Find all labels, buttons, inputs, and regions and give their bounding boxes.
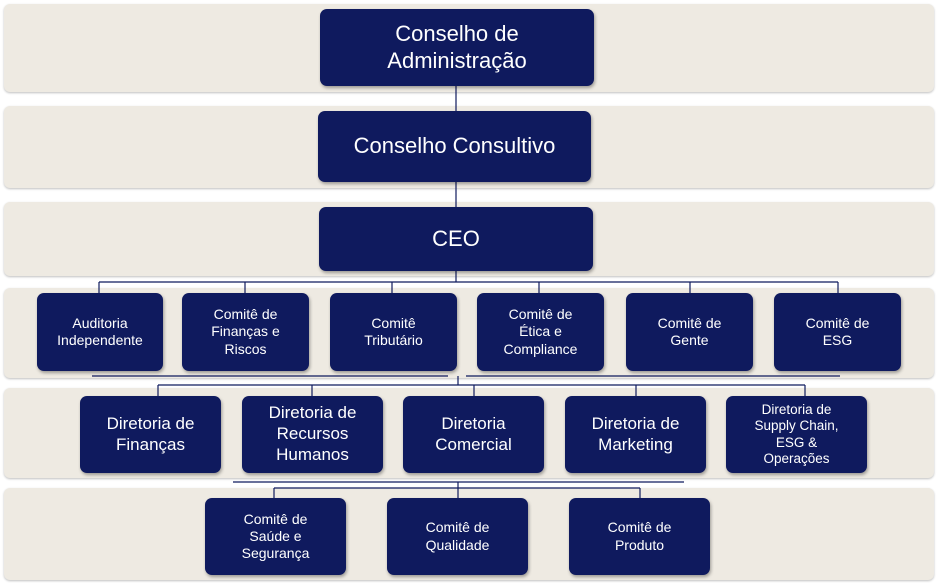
node-audit: Auditoria Independente [37, 293, 163, 371]
node-dir-marketing: Diretoria de Marketing [565, 396, 706, 473]
node-health-safety: Comitê de Saúde e Segurança [205, 498, 346, 575]
node-quality: Comitê de Qualidade [387, 498, 528, 575]
node-ethics: Comitê de Ética e Compliance [477, 293, 604, 371]
node-dir-commercial: Diretoria Comercial [403, 396, 544, 473]
node-tax: Comitê Tributário [330, 293, 457, 371]
node-esg: Comitê de ESG [774, 293, 901, 371]
node-dir-supply: Diretoria de Supply Chain, ESG & Operaçõ… [726, 396, 867, 473]
node-product: Comitê de Produto [569, 498, 710, 575]
node-advisory: Conselho Consultivo [318, 111, 591, 182]
node-dir-hr: Diretoria de Recursos Humanos [242, 396, 383, 473]
node-ceo: CEO [319, 207, 593, 271]
node-board: Conselho de Administração [320, 9, 594, 86]
node-finance-risk: Comitê de Finanças e Riscos [182, 293, 309, 371]
node-dir-finance: Diretoria de Finanças [80, 396, 221, 473]
node-people: Comitê de Gente [626, 293, 753, 371]
